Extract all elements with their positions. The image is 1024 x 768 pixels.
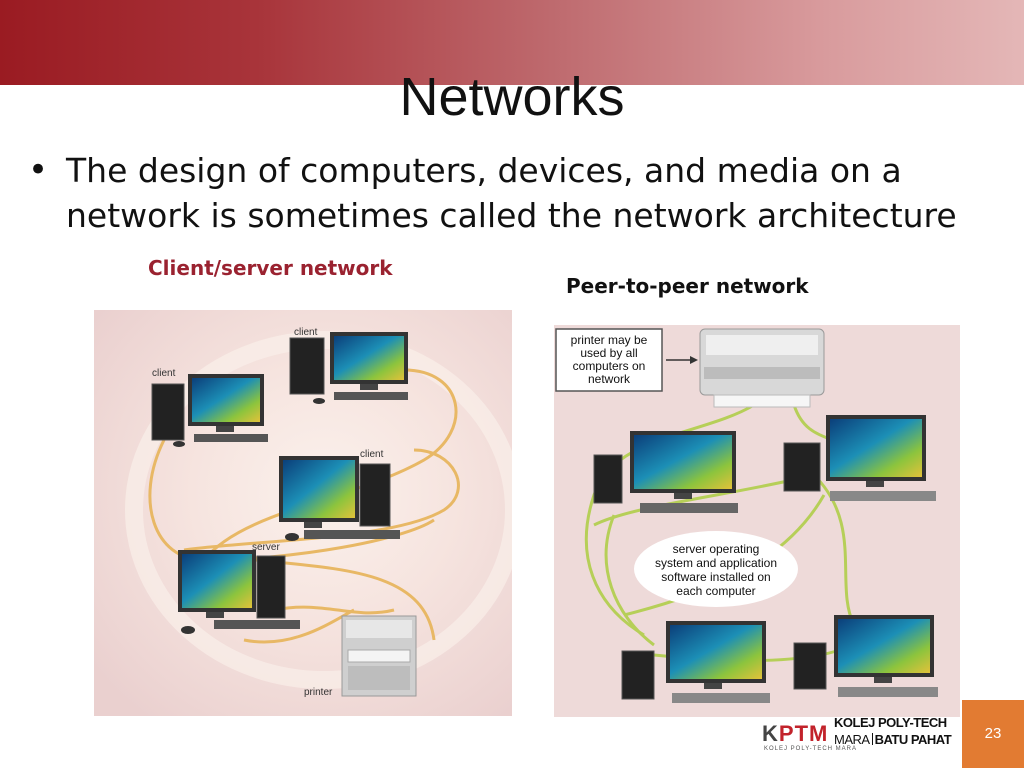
- logo-line-2-a: MARA: [834, 732, 870, 747]
- printer-note-box: printer may be used by all computers on …: [555, 328, 663, 392]
- server-computer: [178, 550, 300, 634]
- center-note-line: server operating: [673, 542, 760, 556]
- peer-computer-top-right: [783, 415, 936, 501]
- client-computer-middle: [279, 456, 400, 541]
- header-band: [0, 0, 1024, 85]
- printer-device: [699, 328, 825, 408]
- center-note: server operating system and application …: [634, 531, 798, 607]
- center-note-line: system and application: [655, 556, 777, 570]
- label-client-top: client: [294, 327, 318, 338]
- client-server-diagram: client client client server printer: [94, 310, 512, 716]
- arrow-head: [690, 356, 698, 364]
- printer-device: [341, 615, 417, 697]
- logo-mark-ptm: PTM: [778, 721, 829, 746]
- logo-line-2-b: BATU PAHAT: [874, 732, 952, 747]
- printer-note-line: printer may be: [571, 333, 648, 347]
- peer-to-peer-diagram: printer may be used by all computers on …: [554, 325, 960, 717]
- label-client-middle: client: [360, 449, 384, 460]
- printer-note-line: network: [588, 372, 631, 386]
- label-server: server: [252, 542, 280, 553]
- logo-line-2: MARA BATU PAHAT: [834, 732, 952, 747]
- center-note-line: software installed on: [661, 570, 770, 584]
- page-number: 23: [962, 700, 1024, 768]
- peer-computer-bottom-left: [621, 621, 770, 703]
- peer-computer-bottom-right: [793, 615, 938, 697]
- slide-title: Networks: [399, 67, 625, 127]
- center-note-line: each computer: [676, 584, 755, 598]
- logo-line-1: KOLEJ POLY-TECH: [834, 715, 947, 730]
- peer-computer-top-left: [593, 431, 738, 513]
- client-computer-left: [151, 374, 268, 447]
- college-logo: KPTM KOLEJ POLY-TECH MARA KOLEJ POLY-TEC…: [762, 713, 958, 759]
- logo-mark: KPTM: [762, 721, 828, 747]
- logo-mark-sub: KOLEJ POLY-TECH MARA: [764, 746, 858, 752]
- printer-note-line: computers on: [573, 359, 646, 373]
- peer-to-peer-caption: Peer-to-peer network: [566, 274, 809, 298]
- bullet-text: The design of computers, devices, and me…: [66, 151, 957, 235]
- bullet-marker: •: [28, 150, 49, 190]
- client-computer-top: [289, 332, 408, 404]
- label-printer: printer: [304, 687, 333, 698]
- logo-separator: [871, 733, 873, 745]
- printer-note-line: used by all: [580, 346, 637, 360]
- logo-mark-k: K: [762, 721, 779, 746]
- label-client-left: client: [152, 368, 176, 379]
- client-server-caption: Client/server network: [148, 256, 393, 280]
